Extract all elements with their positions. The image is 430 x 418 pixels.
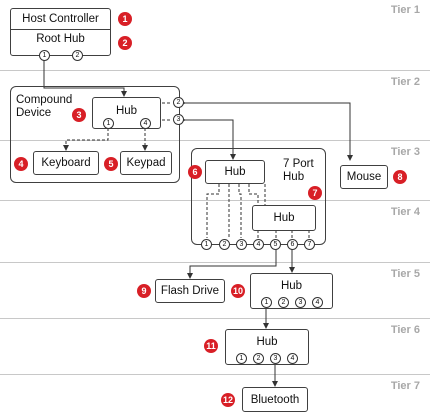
- badge-6: 6: [188, 165, 202, 179]
- badge-5: 5: [104, 157, 118, 171]
- tier-divider: [0, 200, 430, 201]
- tier-divider: [0, 70, 430, 71]
- hub-tier6-port-2[interactable]: 2: [253, 353, 264, 364]
- hub-tier5-port-3[interactable]: 3: [295, 297, 306, 308]
- tier-label-5: Tier 5: [390, 268, 420, 280]
- host-controller[interactable]: Host Controller: [10, 8, 111, 30]
- flash-drive[interactable]: Flash Drive: [155, 279, 225, 303]
- badge-2: 2: [118, 36, 132, 50]
- keyboard[interactable]: Keyboard: [33, 151, 99, 175]
- seven-port-7[interactable]: 7: [304, 239, 315, 250]
- seven-port-hub-label: 7 Port Hub: [283, 158, 314, 183]
- badge-9: 9: [137, 284, 151, 298]
- bluetooth[interactable]: Bluetooth: [242, 387, 308, 412]
- badge-7: 7: [308, 186, 322, 200]
- badge-3: 3: [72, 108, 86, 122]
- seven-port-5[interactable]: 5: [270, 239, 281, 250]
- root-hub-port-1[interactable]: 1: [39, 50, 50, 61]
- tier-label-1: Tier 1: [390, 4, 420, 16]
- tier-label-2: Tier 2: [390, 76, 420, 88]
- hub-tier6-port-3[interactable]: 3: [270, 353, 281, 364]
- compound-device-label: Compound Device: [16, 94, 73, 119]
- compound-hub-port-2[interactable]: 2: [173, 97, 184, 108]
- seven-port-3[interactable]: 3: [236, 239, 247, 250]
- hub-7[interactable]: Hub: [252, 205, 316, 231]
- tier-divider: [0, 374, 430, 375]
- seven-port-1[interactable]: 1: [201, 239, 212, 250]
- root-hub[interactable]: Root Hub: [10, 29, 111, 56]
- compound-device-group: [10, 86, 180, 183]
- keypad[interactable]: Keypad: [120, 151, 172, 175]
- badge-12: 12: [221, 393, 235, 407]
- tier-divider: [0, 318, 430, 319]
- compound-hub-port-1[interactable]: 1: [103, 118, 114, 129]
- seven-port-4[interactable]: 4: [253, 239, 264, 250]
- tier-label-7: Tier 7: [390, 380, 420, 392]
- hub-6[interactable]: Hub: [205, 160, 265, 184]
- tier-label-6: Tier 6: [390, 324, 420, 336]
- hub-tier6-port-4[interactable]: 4: [287, 353, 298, 364]
- badge-8: 8: [393, 170, 407, 184]
- seven-port-6[interactable]: 6: [287, 239, 298, 250]
- badge-11: 11: [204, 339, 218, 353]
- hub-tier5-port-2[interactable]: 2: [278, 297, 289, 308]
- root-hub-port-2[interactable]: 2: [72, 50, 83, 61]
- compound-hub-port-4[interactable]: 4: [140, 118, 151, 129]
- hub-tier5-port-1[interactable]: 1: [261, 297, 272, 308]
- seven-port-2[interactable]: 2: [219, 239, 230, 250]
- badge-10: 10: [231, 284, 245, 298]
- mouse[interactable]: Mouse: [340, 165, 388, 189]
- compound-hub-port-3[interactable]: 3: [173, 114, 184, 125]
- badge-1: 1: [118, 12, 132, 26]
- hub-tier6-port-1[interactable]: 1: [236, 353, 247, 364]
- badge-4: 4: [14, 157, 28, 171]
- tier-label-4: Tier 4: [390, 206, 420, 218]
- hub-tier5-port-4[interactable]: 4: [312, 297, 323, 308]
- tier-label-3: Tier 3: [390, 146, 420, 158]
